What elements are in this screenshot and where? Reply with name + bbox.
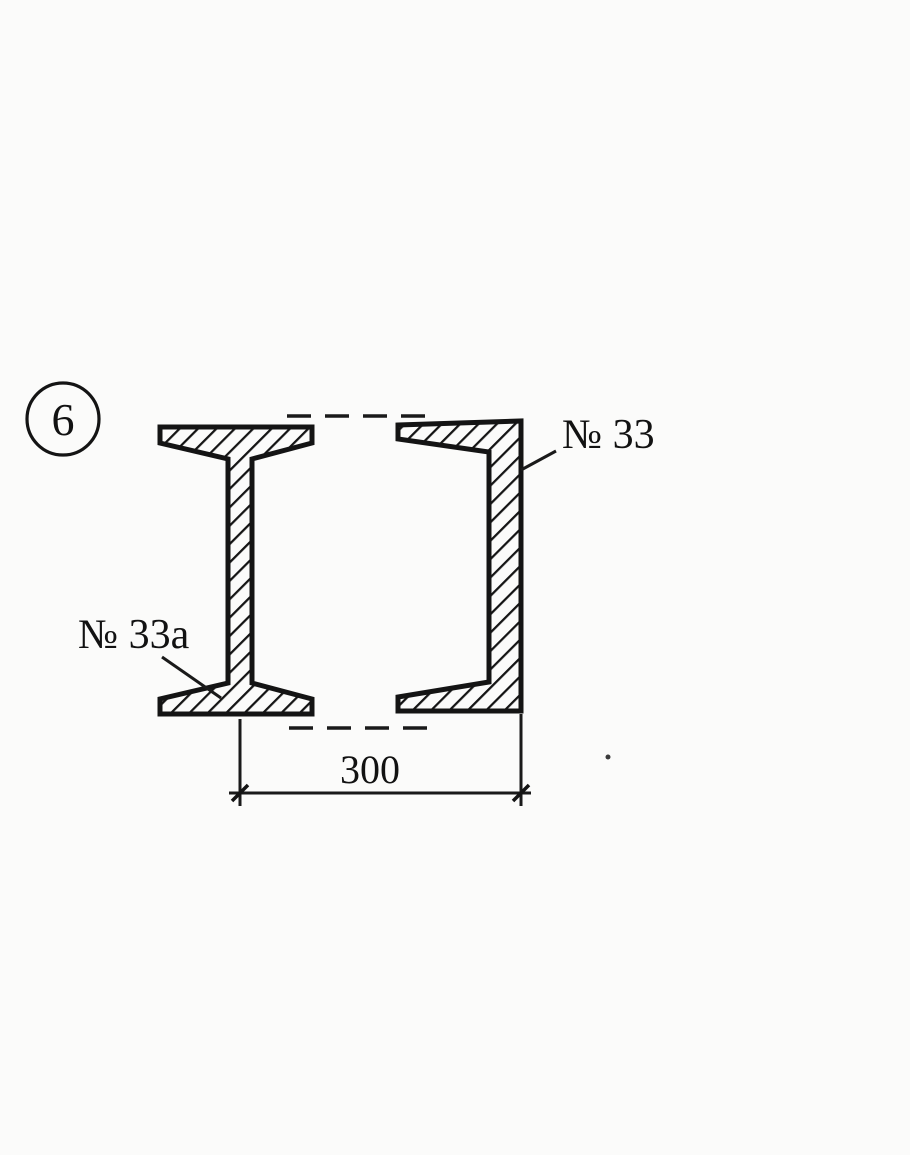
right-section-callout: № 33 <box>520 412 655 472</box>
channel-section-33 <box>395 418 524 714</box>
figure-number-badge: 6 <box>25 381 101 457</box>
leader-line-right <box>520 449 557 472</box>
ibeam-section-33a <box>157 424 315 717</box>
right-section-label: № 33 <box>562 412 655 458</box>
left-section-callout: № 33a <box>78 612 222 700</box>
left-section-label: № 33a <box>78 612 190 658</box>
dimension-300: 300 <box>229 714 531 806</box>
figure-number-circle <box>25 381 101 457</box>
figure-number: 6 <box>52 394 75 445</box>
dimension-tick-right <box>511 783 531 803</box>
scan-speck <box>605 754 611 760</box>
leader-line-left <box>161 655 222 700</box>
dimension-value: 300 <box>340 747 400 792</box>
dimension-tick-left <box>230 783 250 803</box>
